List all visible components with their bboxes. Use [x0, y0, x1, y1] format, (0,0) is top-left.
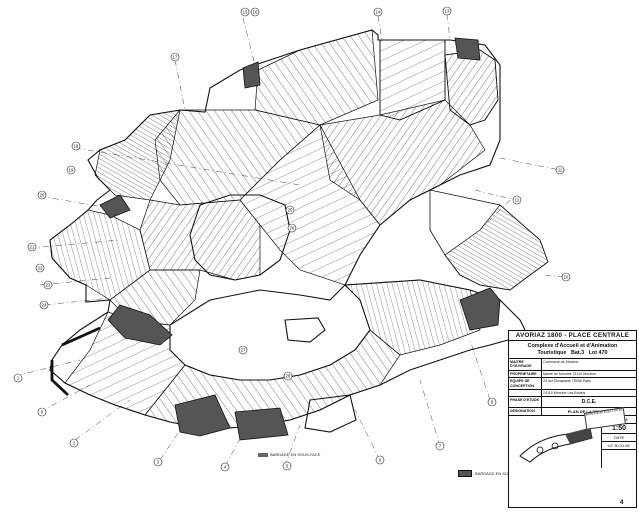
axis-marker-27	[238, 345, 248, 355]
axis-label: 24	[42, 303, 47, 308]
title-row: MAITRE D'OUVRAGE Commune de Morzine	[509, 359, 636, 371]
axis-label: 3	[157, 460, 160, 465]
axis-label: 10	[564, 275, 569, 280]
axis-marker-13	[442, 6, 452, 16]
scale-value: 1:50	[602, 424, 636, 435]
axis-marker-7	[435, 441, 445, 451]
date-value: LE 30.01.84	[602, 442, 636, 451]
project-line-2: Touristique Bat.3 Lot 470	[537, 350, 608, 356]
phase-row: PHASE D'ETUDE D.C.E.	[509, 397, 636, 409]
axis-label: 1	[17, 376, 20, 381]
axis-marker-22	[35, 263, 45, 273]
axis-label: 23	[46, 283, 51, 288]
date-label: DATE	[602, 434, 636, 443]
axis-label: 12	[515, 198, 520, 203]
axis-label: 18	[74, 144, 79, 149]
axis-label: 15	[243, 10, 248, 15]
axis-marker-8	[487, 397, 497, 407]
legend-label: BARDAGE EN SOUS-FACE	[475, 471, 526, 476]
axis-label: 6	[379, 458, 382, 463]
axis-marker-21	[27, 242, 37, 252]
axis-label: 20	[40, 193, 45, 198]
inline-legend-note: BARDAGE EN SOUS-FACE	[258, 452, 320, 457]
axis-marker-25	[285, 205, 295, 215]
axis-label: 17	[173, 55, 178, 60]
axis-label: 11	[558, 168, 563, 173]
axis-label: 2	[73, 441, 76, 446]
axis-label: 13	[445, 9, 450, 14]
axis-label: 21	[30, 245, 35, 250]
axis-label: 9	[41, 410, 44, 415]
project-line-1: Complexe d'Accueil et d'Animation	[527, 343, 618, 349]
axis-marker-11	[555, 165, 565, 175]
axis-label: 27	[241, 348, 246, 353]
axis-marker-15	[240, 7, 250, 17]
axis-marker-19	[66, 165, 76, 175]
axis-marker-3	[153, 457, 163, 467]
title-row: EQUIPE DE CONCEPTION 24 rue Bonaparte 75…	[509, 378, 636, 391]
axis-label: 5	[286, 464, 289, 469]
axis-label: 26	[290, 226, 295, 231]
legend: BARDAGE EN SOUS-FACE	[458, 470, 525, 477]
bardage-fills	[99, 37, 501, 441]
axis-marker-2	[69, 438, 79, 448]
axis-label: 25	[288, 208, 293, 213]
bat-label: Bat.3	[570, 350, 585, 356]
axis-marker-12	[512, 195, 522, 205]
axis-marker-18	[71, 141, 81, 151]
axis-marker-6	[375, 455, 385, 465]
axis-marker-28	[283, 371, 293, 381]
title-row: 74110 Morzine Les Bodins	[509, 390, 636, 398]
axis-marker-16	[250, 7, 260, 17]
axis-label: 19	[69, 168, 74, 173]
axis-marker-14	[373, 7, 383, 17]
axis-label: 4	[224, 465, 227, 470]
axis-marker-1	[13, 373, 23, 383]
roof-panels	[49, 29, 549, 429]
project-title: Complexe d'Accueil et d'Animation Touris…	[509, 341, 636, 359]
axis-marker-labels: 1 2 3 4 5 6 7 8 9 10 11 12 13 14 15 16 1…	[17, 9, 569, 470]
inline-legend-label: BARDAGE EN SOUS-FACE	[270, 452, 321, 457]
axis-marker-4	[220, 462, 230, 472]
axis-label: 28	[286, 374, 291, 379]
axis-label: 7	[439, 444, 442, 449]
axis-marker-24	[39, 300, 49, 310]
axis-marker-5	[282, 461, 292, 471]
axis-label: 14	[376, 10, 381, 15]
plan-number: 4	[620, 500, 624, 506]
key-plan-icon	[519, 427, 593, 464]
axis-marker-9	[37, 407, 47, 417]
axis-label: 8	[491, 400, 494, 405]
axis-marker-10	[561, 272, 571, 282]
title-row: PROPRIETAIRE Mairie de Morzine 74110 Mor…	[509, 370, 636, 379]
axis-marker-23	[43, 280, 53, 290]
axis-label: 22	[38, 266, 43, 271]
axis-marker-26	[287, 223, 297, 233]
legend-swatch	[458, 470, 472, 477]
axis-marker-20	[37, 190, 47, 200]
axis-marker-17	[170, 52, 180, 62]
axis-markers	[13, 6, 571, 472]
key-plan	[509, 416, 602, 469]
title-block-header: AVORIAZ 1800 - PLACE CENTRALE	[509, 331, 636, 341]
axis-label: 16	[253, 10, 258, 15]
lot-label: Lot 470	[588, 350, 608, 356]
legend-swatch-small	[258, 452, 268, 457]
